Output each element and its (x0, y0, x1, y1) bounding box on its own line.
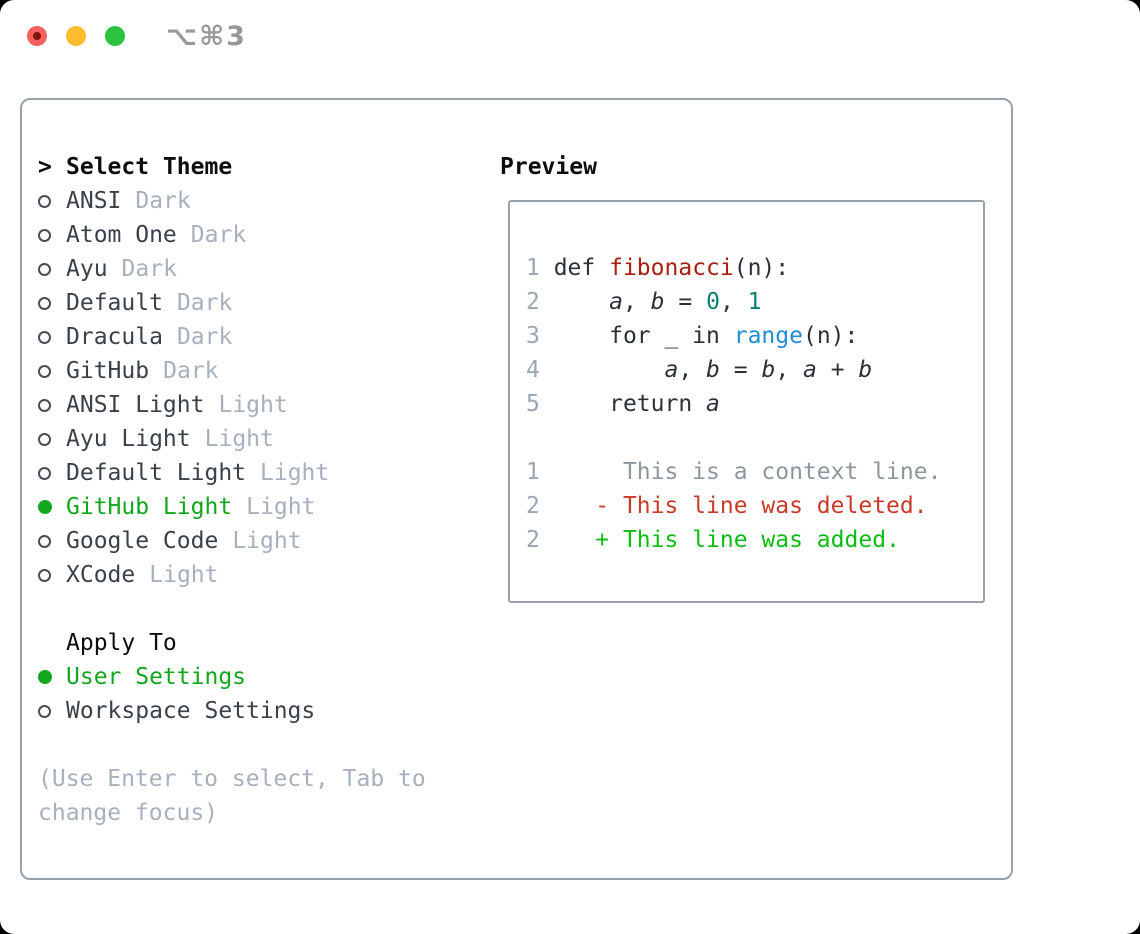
theme-option-label: GitHub (66, 358, 150, 384)
theme-option-label: Ayu (66, 256, 108, 282)
titlebar: ⌥⌘3 (0, 0, 1140, 72)
theme-option-label: Ayu Light (66, 426, 191, 452)
theme-option-ansi-light[interactable]: ANSI Light Light (38, 388, 488, 422)
radio-icon (38, 262, 51, 276)
radio-icon (38, 704, 51, 718)
theme-option-label: ANSI (66, 188, 122, 214)
radio-icon (38, 432, 51, 446)
theme-option-google-code[interactable]: Google Code Light (38, 524, 488, 558)
preview-code: 1 def fibonacci(n): 2 a, b = 0, 1 3 for _ … (526, 251, 983, 557)
variant-tag: Light (232, 528, 302, 554)
theme-option-github-light[interactable]: GitHub Light Light (38, 490, 488, 524)
theme-option-ayu[interactable]: Ayu Dark (38, 252, 488, 286)
radio-selected-icon (38, 670, 52, 684)
apply-option-label: User Settings (66, 664, 247, 690)
apply-option-user-settings[interactable]: User Settings (38, 660, 488, 694)
variant-tag: Light (246, 494, 316, 520)
theme-option-label: ANSI Light (66, 392, 205, 418)
variant-tag: Dark (190, 222, 247, 248)
theme-option-github[interactable]: GitHub Dark (38, 354, 488, 388)
close-button[interactable] (27, 26, 47, 46)
radio-selected-icon (38, 500, 52, 514)
code-line (526, 421, 983, 455)
select-theme-header: > Select Theme (38, 150, 488, 184)
radio-icon (38, 466, 51, 480)
theme-option-label: Atom One (66, 222, 177, 248)
code-line: 1 def fibonacci(n): (526, 255, 790, 281)
theme-option-label: XCode (66, 562, 136, 588)
theme-option-label: Google Code (66, 528, 219, 554)
theme-option-atom-one[interactable]: Atom One Dark (38, 218, 488, 252)
theme-option-dracula[interactable]: Dracula Dark (38, 320, 488, 354)
code-line: 2 + This line was added. (526, 527, 900, 553)
theme-option-xcode[interactable]: XCode Light (38, 558, 488, 592)
radio-icon (38, 228, 51, 242)
theme-option-default[interactable]: Default Dark (38, 286, 488, 320)
preview-title: Preview (500, 154, 597, 180)
theme-option-ansi[interactable]: ANSI Dark (38, 184, 488, 218)
theme-option-label: GitHub Light (66, 494, 233, 520)
variant-tag: Light (204, 426, 274, 452)
code-line: 1 This is a context line. (526, 459, 942, 485)
select-theme-title: Select Theme (66, 154, 233, 180)
window-title: ⌥⌘3 (166, 20, 247, 52)
spacer (38, 592, 488, 626)
radio-icon (38, 364, 51, 378)
code-line: 4 a, b = b, a + b (526, 357, 873, 383)
apply-option-workspace-settings[interactable]: Workspace Settings (38, 694, 488, 728)
unsaved-dot-icon (33, 32, 41, 40)
variant-tag: Light (260, 460, 330, 486)
traffic-lights (27, 26, 125, 46)
spacer (38, 728, 488, 762)
radio-icon (38, 296, 51, 310)
preview-box: 1 def fibonacci(n): 2 a, b = 0, 1 3 for _ … (508, 200, 985, 603)
variant-tag: Dark (176, 290, 233, 316)
radio-icon (38, 568, 51, 582)
apply-to-header: Apply To (38, 626, 488, 660)
variant-tag: Dark (135, 188, 191, 214)
code-line: 3 for _ in range(n): (526, 323, 859, 349)
radio-icon (38, 398, 51, 412)
code-line: 2 a, b = 0, 1 (526, 289, 762, 315)
theme-option-label: Dracula (66, 324, 163, 350)
variant-tag: Dark (121, 256, 177, 282)
radio-icon (38, 534, 51, 548)
code-line: 5 return a (526, 391, 720, 417)
apply-to-title: Apply To (66, 630, 177, 656)
minimize-button[interactable] (66, 26, 86, 46)
theme-option-default-light[interactable]: Default Light Light (38, 456, 488, 490)
variant-tag: Light (149, 562, 219, 588)
theme-option-label: Default (66, 290, 163, 316)
theme-option-label: Default Light (66, 460, 247, 486)
radio-icon (38, 330, 51, 344)
radio-icon (38, 194, 51, 208)
variant-tag: Dark (163, 358, 219, 384)
keyboard-hint: (Use Enter to select, Tab to change focu… (38, 766, 426, 826)
apply-option-label: Workspace Settings (66, 698, 316, 724)
cursor-icon: > (38, 154, 52, 180)
zoom-button[interactable] (105, 26, 125, 46)
variant-tag: Dark (176, 324, 233, 350)
variant-tag: Light (218, 392, 288, 418)
code-line: 2 - This line was deleted. (526, 493, 928, 519)
theme-option-ayu-light[interactable]: Ayu Light Light (38, 422, 488, 456)
